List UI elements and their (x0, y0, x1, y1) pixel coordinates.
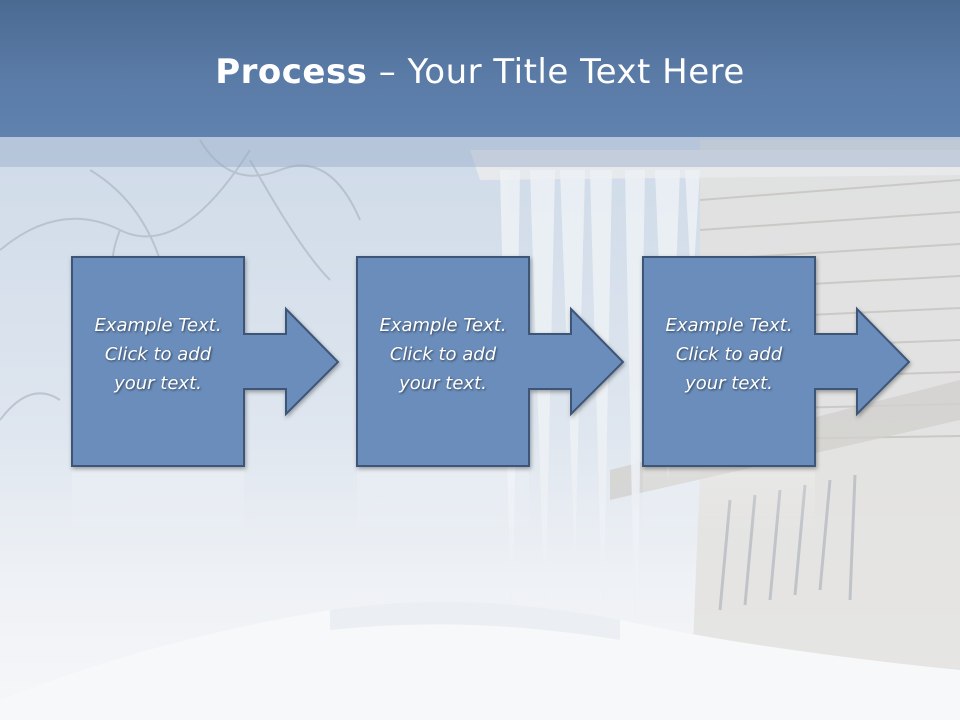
process-step-1-text[interactable]: Example Text. Click to add your text. (94, 315, 222, 394)
process-reflections (72, 466, 815, 536)
title-bar (0, 0, 960, 137)
title-strip (0, 137, 960, 167)
slide-title-rest: – Your Title Text Here (367, 52, 745, 92)
process-step-3-text[interactable]: Example Text. Click to add your text. (665, 315, 793, 394)
snow-mound (0, 602, 960, 720)
slide-title-bold: Process (215, 52, 368, 92)
process-step-2-shape[interactable] (356, 256, 625, 467)
process-step-2-text[interactable]: Example Text. Click to add your text. (379, 315, 507, 394)
slide-title[interactable]: Process – Your Title Text Here (0, 52, 960, 92)
process-step-3-shape[interactable] (642, 256, 911, 467)
process-step-1-shape[interactable] (71, 256, 340, 467)
